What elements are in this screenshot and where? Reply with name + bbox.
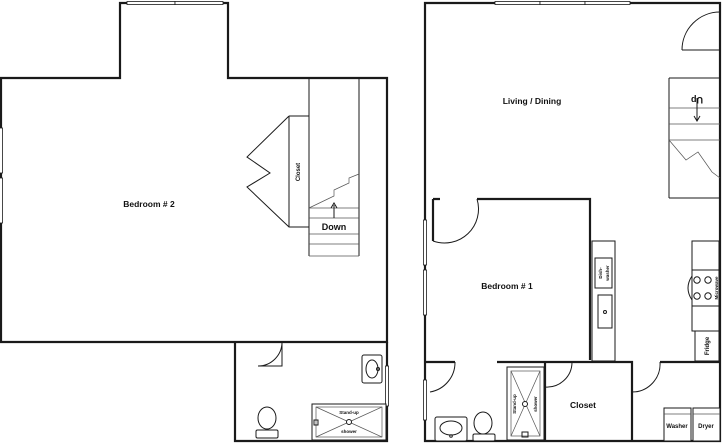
living-dining-label: Living / Dining: [503, 96, 562, 106]
window: [423, 219, 427, 266]
stove: [687, 240, 720, 332]
window: [423, 379, 427, 421]
microwave-label: Microwave: [714, 276, 719, 300]
lower-floor: Living / Dining Up Bedroom # 1 Dish- was…: [423, 1, 722, 443]
door-swing: [257, 341, 283, 367]
bedroom2-label: Bedroom # 2: [123, 199, 175, 209]
bedroom1-label: Bedroom # 1: [481, 281, 533, 291]
upper-floor: Bedroom # 2 Closet Down Stand-up shower: [0, 1, 389, 443]
lower-shower: [506, 366, 545, 441]
lower-toilet: [472, 411, 496, 442]
window: [539, 1, 586, 5]
upper-shower-label-2: shower: [341, 429, 357, 434]
upper-stairs-label: Down: [322, 222, 347, 232]
lower-stairs: [668, 77, 721, 199]
lower-stairs-label: Up: [691, 95, 703, 105]
door-swing: [429, 361, 456, 393]
bedroom1-wall: [431, 197, 592, 360]
door-swing: [544, 361, 573, 388]
upper-stairs: [308, 78, 360, 257]
lower-outer-wall: [423, 1, 722, 443]
window: [584, 1, 631, 5]
lower-closet-label: Closet: [570, 400, 596, 410]
upper-shower: [311, 403, 387, 441]
window: [385, 365, 389, 407]
lower-shower-label-1: Stand-up: [512, 394, 517, 414]
upper-outer-wall: [0, 1, 389, 344]
window: [126, 1, 176, 5]
upper-closet: [246, 115, 309, 228]
lower-shower-label-2: shower: [533, 396, 538, 412]
window: [423, 269, 427, 316]
door-swing: [631, 361, 661, 393]
upper-shower-label-1: Stand-up: [339, 410, 359, 415]
dryer-label: Dryer: [698, 424, 714, 430]
lower-sink: [434, 416, 468, 442]
dishwasher-label-2: washer: [605, 265, 610, 282]
fridge: [694, 330, 720, 362]
window: [494, 1, 541, 5]
window: [174, 1, 224, 5]
laundry: [663, 407, 721, 442]
lower-bath-wall: [425, 360, 720, 441]
front-door: [681, 11, 721, 51]
upper-toilet: [255, 406, 279, 439]
dishwasher-label-1: Dish-: [598, 267, 603, 279]
washer-label: Washer: [666, 424, 688, 430]
fridge-label: Fridge: [705, 336, 711, 355]
window: [0, 177, 3, 224]
kitchen-counter: [591, 240, 616, 362]
window: [0, 127, 3, 174]
upper-sink: [361, 354, 383, 384]
door-swing: [432, 198, 479, 244]
upper-closet-label: Closet: [296, 163, 302, 181]
